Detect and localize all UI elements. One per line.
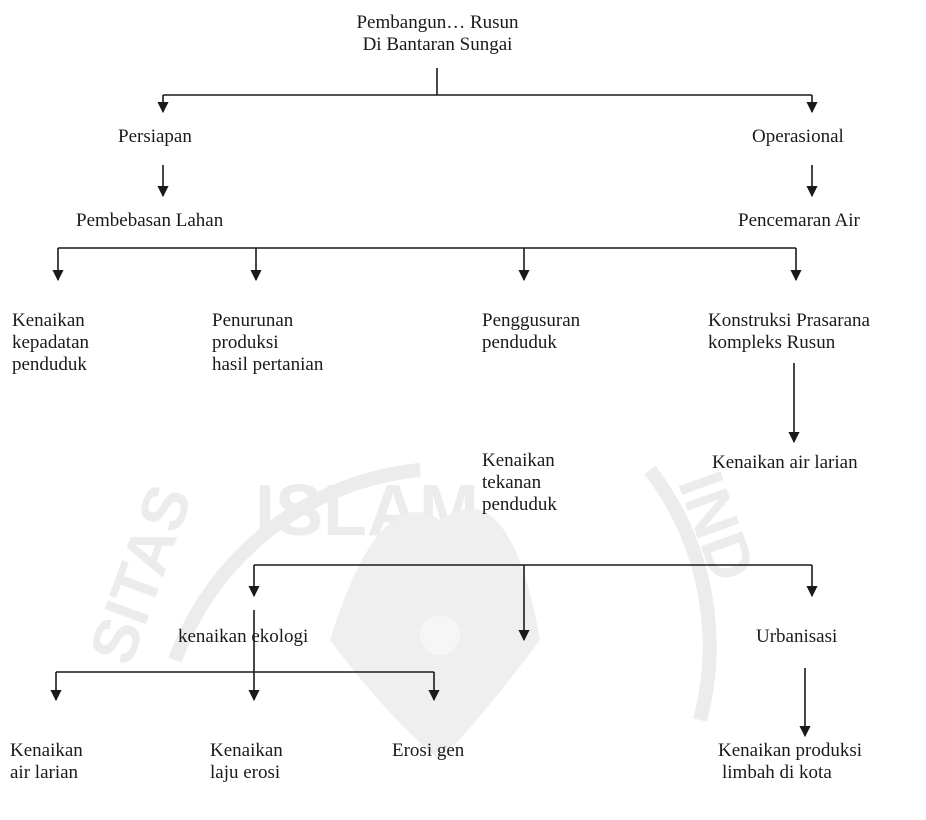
kenaikan-tekanan-line-3: penduduk: [482, 494, 557, 515]
node-kenaikan-air-larian-2: Kenaikan air larian: [10, 740, 83, 784]
kenaikan-kepadatan-line-2: kepadatan: [12, 332, 90, 353]
node-kenaikan-kepadatan: Kenaikan kepadatan penduduk: [12, 310, 89, 376]
penurunan-produksi-line-2: produksi: [212, 332, 279, 353]
node-pembebasan-lahan: Pembebasan Lahan: [76, 210, 223, 232]
node-kenaikan-air-larian-1: Kenaikan air larian: [712, 452, 858, 474]
kenaikan-tekanan-line-1: Kenaikan: [482, 450, 555, 471]
node-penggusuran: Penggusuran penduduk: [482, 310, 580, 354]
kenaikan-air-larian-2-line-2: air larian: [10, 762, 79, 783]
node-pencemaran-air: Pencemaran Air: [738, 210, 860, 232]
kenaikan-air-larian-1-label: Kenaikan air larian: [712, 452, 858, 473]
node-urbanisasi: Urbanisasi: [756, 626, 837, 648]
penggusuran-line-2: penduduk: [482, 332, 557, 353]
node-penurunan-produksi: Penurunan produksi hasil pertanian: [212, 310, 323, 376]
kenaikan-laju-erosi-line-2: laju erosi: [210, 762, 281, 783]
pencemaran-air-label: Pencemaran Air: [738, 210, 860, 231]
node-kenaikan-laju-erosi: Kenaikan laju erosi: [210, 740, 283, 784]
kenaikan-produksi-limbah-line-2: limbah di kota: [722, 762, 832, 783]
konstruksi-line-1: Konstruksi Prasarana: [708, 310, 870, 331]
node-operasional: Operasional: [752, 126, 844, 148]
kenaikan-produksi-limbah-line-1: Kenaikan produksi: [718, 740, 863, 761]
kenaikan-laju-erosi-line-1: Kenaikan: [210, 740, 283, 761]
node-erosi-gen: Erosi gen: [392, 740, 464, 762]
node-kenaikan-tekanan: Kenaikan tekanan penduduk: [482, 450, 557, 516]
penurunan-produksi-line-1: Penurunan: [212, 310, 294, 331]
kenaikan-kepadatan-line-3: penduduk: [12, 354, 87, 375]
kenaikan-tekanan-line-2: tekanan: [482, 472, 542, 493]
penggusuran-line-1: Penggusuran: [482, 310, 581, 331]
penurunan-produksi-line-3: hasil pertanian: [212, 354, 324, 375]
erosi-gen-label: Erosi gen: [392, 740, 465, 761]
node-root: Pembangun… Rusun Di Bantaran Sungai: [310, 12, 565, 56]
persiapan-label: Persiapan: [118, 126, 192, 147]
root-line-1: Pembangun… Rusun: [356, 12, 519, 33]
kenaikan-ekologi-label: kenaikan ekologi: [178, 626, 309, 647]
root-line-2: Di Bantaran Sungai: [362, 34, 513, 55]
kenaikan-air-larian-2-line-1: Kenaikan: [10, 740, 83, 761]
pembebasan-lahan-label: Pembebasan Lahan: [76, 210, 224, 231]
kenaikan-kepadatan-line-1: Kenaikan: [12, 310, 85, 331]
konstruksi-line-2: kompleks Rusun: [708, 332, 836, 353]
node-persiapan: Persiapan: [118, 126, 192, 148]
urbanisasi-label: Urbanisasi: [756, 626, 838, 647]
node-konstruksi: Konstruksi Prasarana kompleks Rusun: [708, 310, 870, 354]
node-kenaikan-produksi-limbah: Kenaikan produksi limbah di kota: [718, 740, 862, 784]
operasional-label: Operasional: [752, 126, 844, 147]
node-kenaikan-ekologi: kenaikan ekologi: [178, 626, 308, 648]
